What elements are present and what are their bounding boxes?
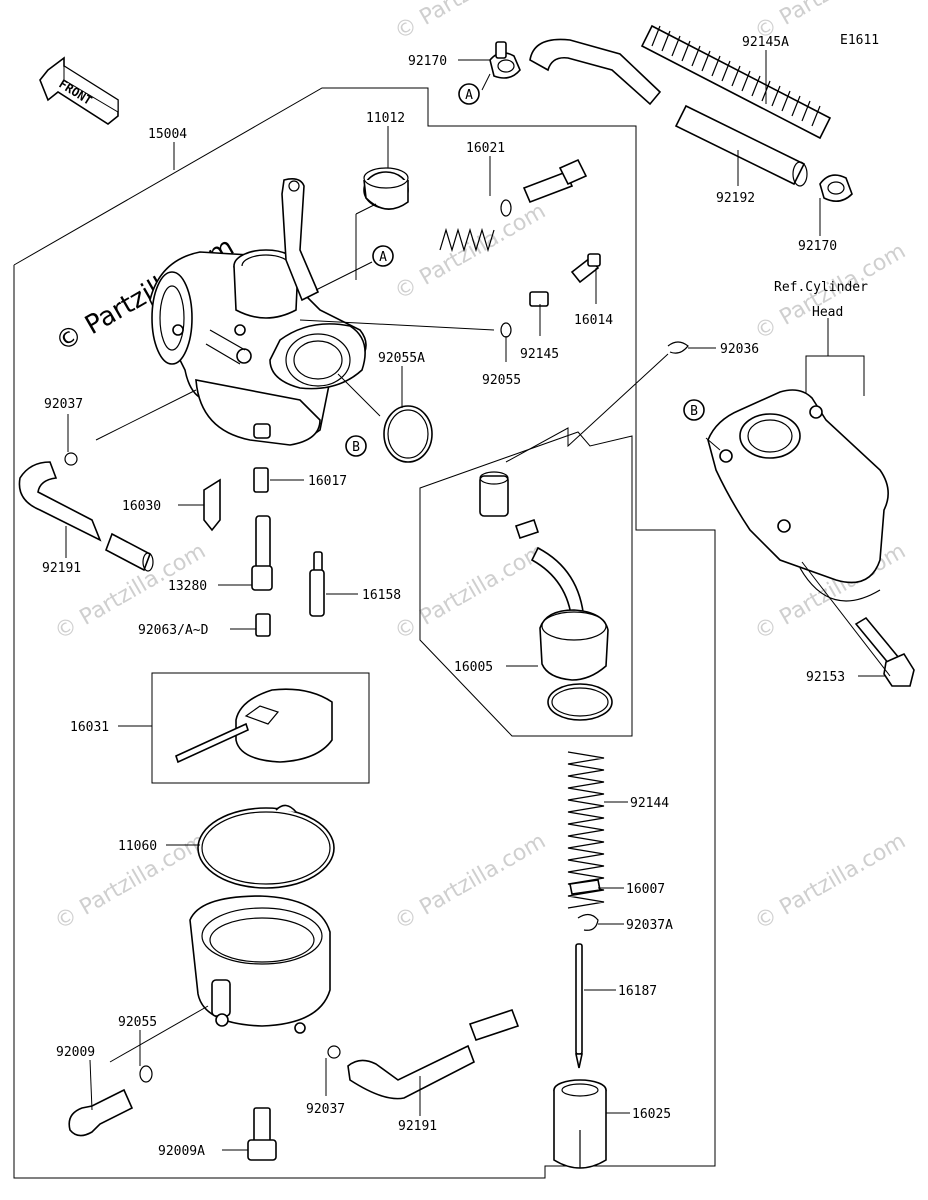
callout-a-mid: A [372,245,394,267]
callout-b-label: B [352,440,360,455]
part-92055A-oring [383,405,433,463]
part-16014-screw [570,253,601,284]
part-16017-jet [253,467,269,493]
part-label-16158: 16158 [362,588,401,603]
callout-b-mid: B [345,435,367,457]
part-label-92055-bottom: 92055 [118,1015,157,1030]
part-16025-throttle-valve [553,1079,607,1169]
part-label-13280: 13280 [168,579,207,594]
part-92037-clip-bottom [327,1045,341,1059]
part-label-92037-bottom: 92037 [306,1102,345,1117]
diagram-code: E1611 [840,33,879,48]
part-92055-oring-bottom [139,1065,153,1083]
part-label-16030: 16030 [122,499,161,514]
part-16030-valve [203,478,221,532]
part-label-16005: 16005 [454,660,493,675]
callout-b-label: B [690,404,698,419]
watermark-text: © Partzilla.com [751,829,911,936]
part-label-92170-right: 92170 [798,239,837,254]
part-label-92145: 92145 [520,347,559,362]
part-label-92145A: 92145A [742,35,789,50]
part-label-15004: 15004 [148,127,187,142]
part-label-92153: 92153 [806,670,845,685]
part-label-92170-top: 92170 [408,54,447,69]
part-hose-elbow [529,38,662,106]
callout-a-top: A [458,83,480,105]
part-16007-clip [569,879,601,895]
callout-a-label: A [379,250,387,265]
part-label-16031: 16031 [70,720,109,735]
part-label-16025: 16025 [632,1107,671,1122]
part-label-92037A: 92037A [626,918,673,933]
callout-b-right: B [683,399,705,421]
leader-lines [65,50,891,1151]
part-11012-cap [363,167,409,210]
part-label-92037: 92037 [44,397,83,412]
part-92170-clamp-top [489,41,521,79]
part-92063-jet [255,613,271,637]
part-13280-tube [251,515,273,591]
part-float-bowl [189,895,331,1034]
part-16021-screw [439,158,588,253]
callout-a-label: A [465,88,473,103]
part-92009-screw [68,1088,134,1137]
part-label-92055: 92055 [482,373,521,388]
part-92145-spring [529,291,549,307]
part-92191-hose-bottom [347,1008,520,1100]
carburetor-body [149,178,367,446]
watermark-text: © Partzilla.com [391,829,551,936]
part-92036-clip [667,341,689,354]
watermark-text: © Partzilla.com [391,539,551,646]
part-label-92144: 92144 [630,796,669,811]
part-92170-clamp-right [819,174,853,202]
part-92153-bolt [854,616,915,687]
part-label-11012: 11012 [366,111,405,126]
part-92192-hose [674,104,808,187]
part-label-16021: 16021 [466,141,505,156]
part-92145A-spring-hose [640,24,832,140]
part-16031-float [175,688,333,764]
part-92037-clip-left [64,452,78,466]
part-16158-pin [309,551,325,617]
part-intake-manifold [707,389,889,602]
part-label-92055A: 92055A [378,351,425,366]
part-label-11060: 11060 [118,839,157,854]
part-label-16017: 16017 [308,474,347,489]
part-label-92191-bottom: 92191 [398,1119,437,1134]
part-11060-gasket [197,804,335,889]
part-92037A-clip [577,913,599,931]
part-label-92063: 92063/A~D [138,623,209,638]
part-labels: E1611 15004 11012 16021 16014 92145 9205… [42,33,879,1159]
part-92055-oring [500,322,512,338]
part-16187-needle [575,943,583,1069]
ref-label-line2: Head [812,305,843,320]
watermark-text: © Partzilla.com [391,199,551,306]
watermark-text: © Partzilla.com [391,0,551,45]
ref-label-line1: Ref.Cylinder [774,280,868,295]
part-16005-cap-assembly [479,471,613,721]
part-label-92009A: 92009A [158,1144,205,1159]
part-label-92191: 92191 [42,561,81,576]
part-label-92192: 92192 [716,191,755,206]
part-label-16007: 16007 [626,882,665,897]
part-92009A-bolt [247,1107,277,1161]
part-label-16014: 16014 [574,313,613,328]
part-label-92009: 92009 [56,1045,95,1060]
part-label-16187: 16187 [618,984,657,999]
front-arrow: FRONT [39,56,119,125]
part-label-92036: 92036 [720,342,759,357]
part-92191-hose-left [18,461,154,572]
